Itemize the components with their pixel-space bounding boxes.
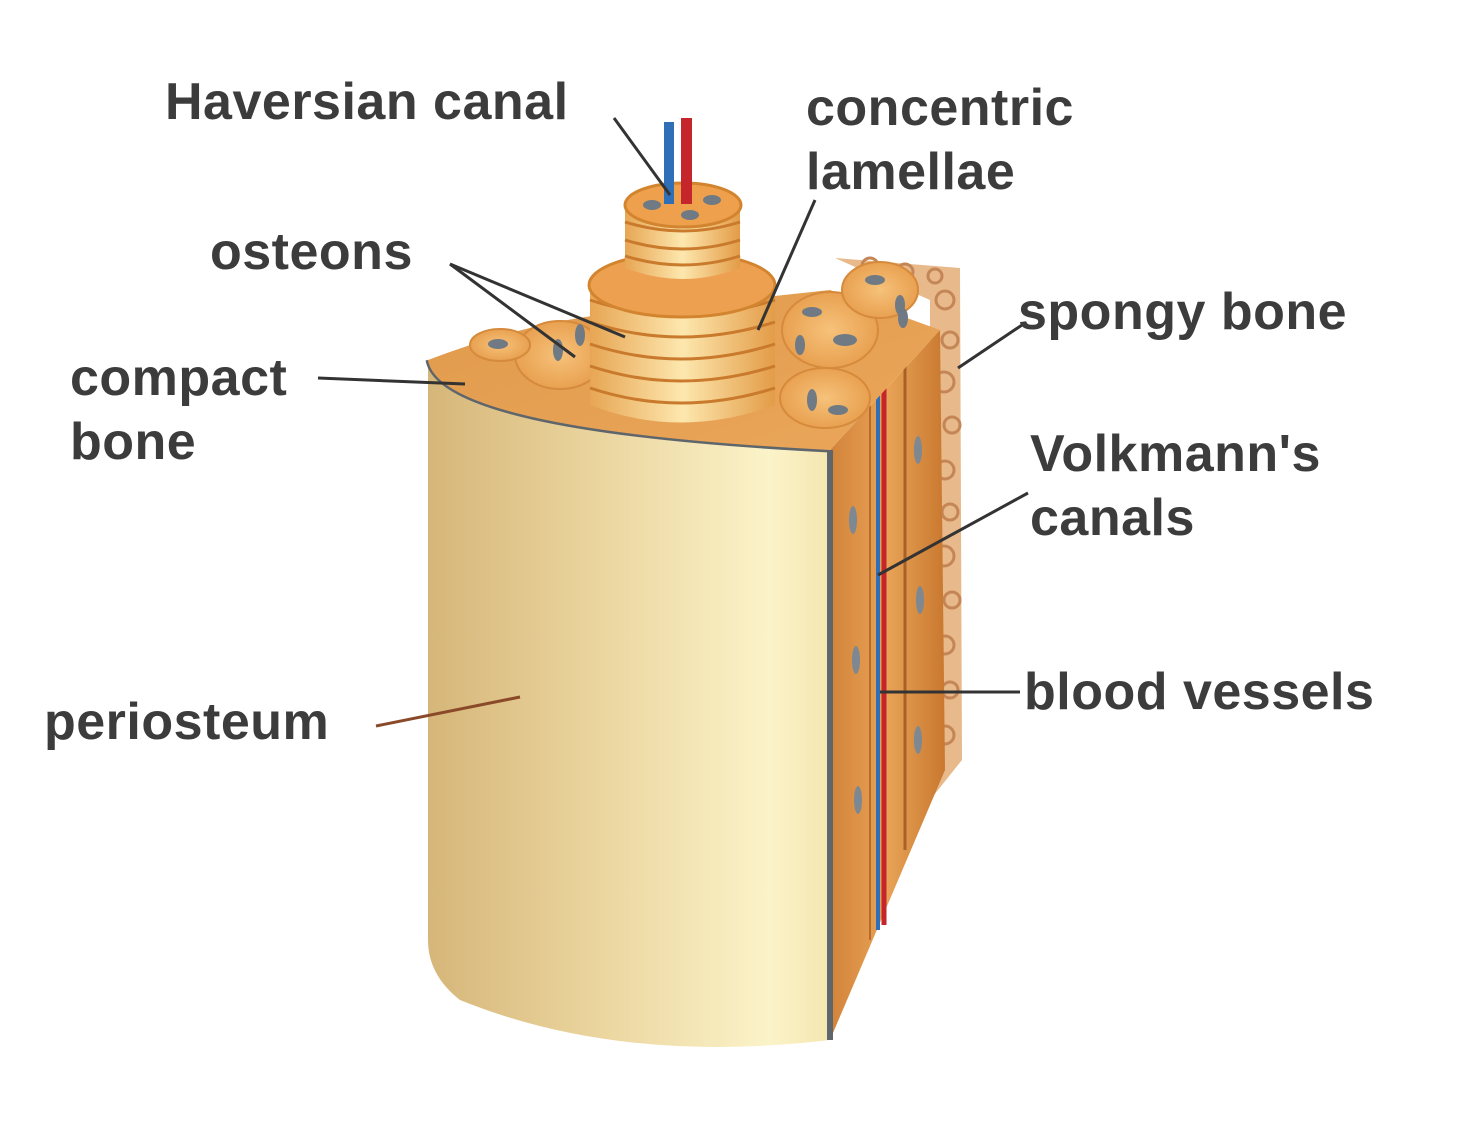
haversian-canal-leader — [612, 117, 672, 196]
label-compact-bone-line1: compact — [70, 349, 288, 407]
side-lacunae — [849, 436, 924, 814]
label-concentric-lamellae-line1: concentric — [806, 79, 1074, 137]
concentric-lamellae-shape — [587, 181, 777, 423]
label-blood-vessels: blood vessels — [1024, 660, 1374, 724]
label-concentric-lamellae: concentric lamellae — [806, 76, 1074, 204]
osteons-leader-2 — [449, 262, 576, 359]
label-compact-bone: compact bone — [70, 346, 287, 474]
volkmanns-canals-leader — [877, 491, 1029, 577]
label-volkmanns-canals-line1: Volkmann's — [1030, 425, 1321, 483]
periosteum-leader — [375, 695, 521, 728]
compact-bone-leader — [317, 376, 466, 386]
label-volkmanns-canals-line2: canals — [1030, 489, 1195, 547]
label-osteons: osteons — [210, 220, 413, 284]
periosteum-surface — [428, 360, 830, 1047]
label-haversian-canal: Haversian canal — [165, 70, 569, 134]
label-spongy-bone-text: spongy bone — [1018, 283, 1348, 341]
label-haversian-canal-text: Haversian canal — [165, 73, 569, 131]
label-volkmanns-canals: Volkmann's canals — [1030, 422, 1321, 550]
label-concentric-lamellae-line2: lamellae — [806, 143, 1016, 201]
bone-cut-face — [830, 330, 945, 1040]
spongy-bone-leader — [957, 323, 1023, 370]
haversian-canal-shape — [664, 118, 692, 204]
label-periosteum-text: periosteum — [44, 693, 330, 751]
osteons-leader-1 — [449, 262, 626, 339]
label-osteons-text: osteons — [210, 223, 413, 281]
label-spongy-bone: spongy bone — [1018, 280, 1347, 344]
label-blood-vessels-text: blood vessels — [1024, 663, 1375, 721]
osteons-shape — [469, 261, 919, 429]
label-compact-bone-line2: bone — [70, 413, 197, 471]
leader-lines — [317, 117, 1029, 694]
concentric-lamellae-leader — [756, 199, 817, 331]
label-periosteum: periosteum — [44, 690, 329, 754]
